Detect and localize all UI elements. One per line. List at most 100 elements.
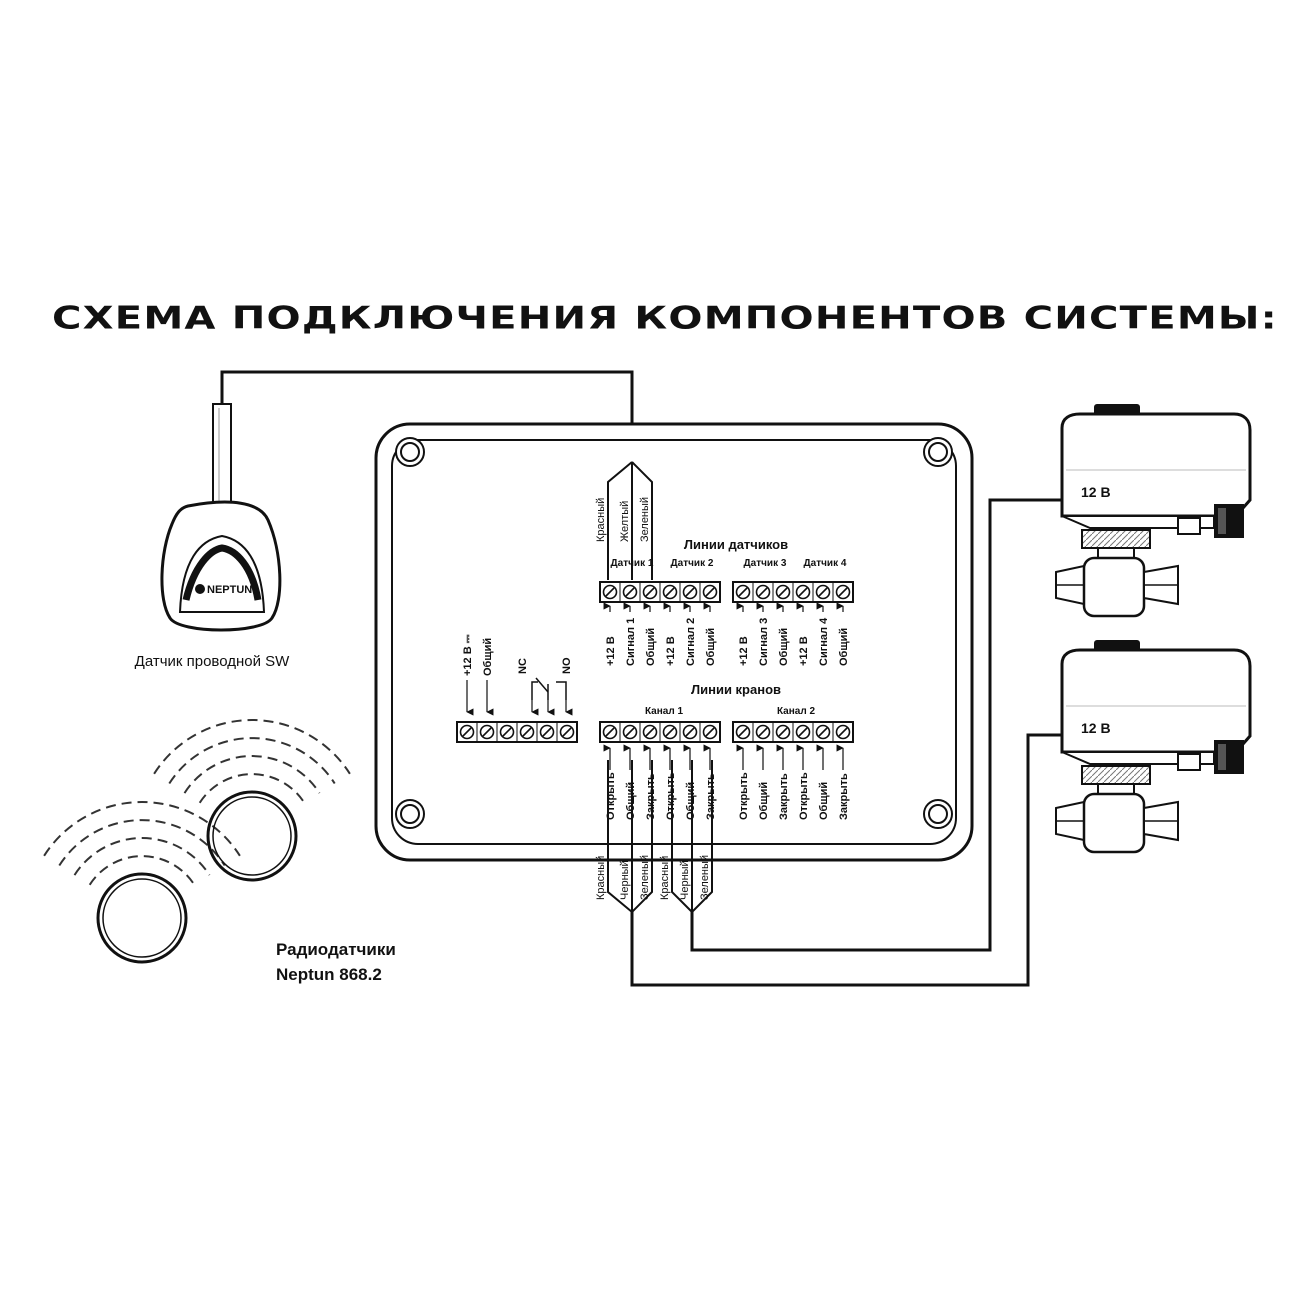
radio-wave-arc	[73, 837, 211, 876]
relay-no-label: NO	[561, 657, 573, 674]
screw-terminal	[755, 584, 771, 600]
screw-terminal	[479, 724, 495, 740]
sensor-terminal-block-1	[599, 581, 721, 603]
sensor-wire-label: Красный	[595, 498, 607, 542]
valve-terminal-label: Закрыть	[838, 773, 850, 820]
screw-terminal	[815, 584, 831, 600]
screw-terminal	[735, 584, 751, 600]
channel-label: Канал 1	[645, 706, 684, 717]
power-relay-terminal-block	[456, 721, 578, 743]
screw-terminal	[622, 584, 638, 600]
sensor-terminal-label: Сигнал 1	[625, 618, 637, 666]
sensor-terminal-label: Общий	[838, 628, 850, 666]
screw-terminal	[835, 584, 851, 600]
valve-wire-label: Зеленый	[699, 855, 711, 900]
valve-terminal-label: Общий	[758, 782, 770, 820]
screw-terminal	[795, 584, 811, 600]
sensor-cable	[220, 370, 634, 462]
sensor-terminal-label: Сигнал 2	[685, 618, 697, 666]
valve-cable-2	[630, 733, 1062, 987]
screw-terminal	[702, 724, 718, 740]
screw-terminal	[775, 724, 791, 740]
valve-terminal-label: Закрыть	[778, 773, 790, 820]
sensor-terminal-label: +12 В	[605, 636, 617, 666]
radio-sensors-title: Радиодатчики	[276, 940, 396, 959]
radio-sensors-model: Neptun 868.2	[276, 965, 382, 984]
valve-terminal-label: Общий	[818, 782, 830, 820]
screw-terminal	[622, 724, 638, 740]
valve-terminal-label: Открыть	[798, 772, 810, 820]
sensor-terminal-label: Сигнал 4	[818, 617, 830, 666]
sensor-wire-label: Зеленый	[639, 497, 651, 542]
sensor-wire-label: Желтый	[619, 501, 631, 542]
valve-actuator-2: 12 В	[1055, 640, 1252, 854]
valve-lines-heading: Линии кранов	[691, 682, 781, 697]
radio-waves	[43, 719, 351, 886]
radio-wave-arc	[43, 801, 241, 857]
screw-terminal	[662, 724, 678, 740]
power-terminal-label: Общий	[482, 638, 494, 676]
radio-wave-arc	[153, 719, 351, 775]
valve-actuator-1: 12 В	[1055, 404, 1252, 618]
sensor-wire-labels: Красный Желтый Зеленый	[595, 497, 651, 542]
radio-wave-arc	[168, 737, 336, 785]
radio-sensor	[96, 790, 298, 964]
valve-wire-label: Красный	[659, 856, 671, 900]
page-title: СХЕМА ПОДКЛЮЧЕНИЯ КОМПОНЕНТОВ СИСТЕМЫ:	[52, 300, 1278, 337]
sensor-group-label: Датчик 2	[671, 558, 714, 569]
radio-wave-arc	[198, 773, 306, 804]
sensor-terminal-label: Общий	[778, 628, 790, 666]
relay-nc-label: NC	[517, 658, 529, 674]
screw-terminal	[755, 724, 771, 740]
radio-wave-arc	[183, 755, 321, 794]
neptun-logo-icon	[195, 584, 205, 594]
sensor-terminal-label: Общий	[705, 628, 717, 666]
screw-terminal	[775, 584, 791, 600]
terminal-blocks	[456, 581, 854, 743]
sensor-terminal-block-2	[732, 581, 854, 603]
screw-terminal	[735, 724, 751, 740]
valve-2-voltage: 12 В	[1081, 720, 1111, 736]
relay-symbol	[531, 677, 567, 700]
wired-sensor: NEPTUN	[160, 403, 282, 632]
sensor-cable-fan	[607, 461, 653, 580]
radio-wave-arc	[88, 855, 196, 886]
valve-terminal-label: Открыть	[738, 772, 750, 820]
valve-terminal-label: Открыть	[605, 772, 617, 820]
screw-terminal	[642, 584, 658, 600]
sensor-group-label: Датчик 1	[611, 558, 654, 569]
screw-terminal	[815, 724, 831, 740]
screw-terminal	[602, 724, 618, 740]
screw-terminal	[519, 724, 535, 740]
screw-terminal	[662, 584, 678, 600]
sensor-brand: NEPTUN	[207, 584, 252, 596]
sensor-terminal-label: +12 В	[738, 636, 750, 666]
valve-wire-label: Красный	[595, 856, 607, 900]
sensor-group-label: Датчик 3	[744, 558, 787, 569]
valve-cable-1	[690, 498, 1062, 952]
wired-sensor-label: Датчик проводной SW	[135, 653, 291, 670]
sensor-group-label: Датчик 4	[804, 558, 847, 569]
sensor-terminal-label: Сигнал 3	[758, 618, 770, 666]
screw-terminal	[559, 724, 575, 740]
screw-terminal	[642, 724, 658, 740]
power-terminal-label: +12 В ⎓	[462, 634, 474, 676]
valve-wire-label: Черный	[679, 860, 691, 900]
valve-terminal-block-1	[599, 721, 721, 743]
screw-terminal	[682, 584, 698, 600]
screw-terminal	[835, 724, 851, 740]
screw-terminal	[459, 724, 475, 740]
sensor-lines-heading: Линии датчиков	[684, 537, 788, 552]
screw-terminal	[602, 584, 618, 600]
screw-terminal	[499, 724, 515, 740]
screw-terminal	[795, 724, 811, 740]
screw-terminal	[539, 724, 555, 740]
screw-terminal	[682, 724, 698, 740]
valve-cable-fan	[607, 760, 713, 913]
sensor-group-labels: Датчик 1 Датчик 2 Датчик 3 Датчик 4	[611, 558, 847, 569]
sensor-terminal-label: Общий	[645, 628, 657, 666]
valve-1-voltage: 12 В	[1081, 484, 1111, 500]
